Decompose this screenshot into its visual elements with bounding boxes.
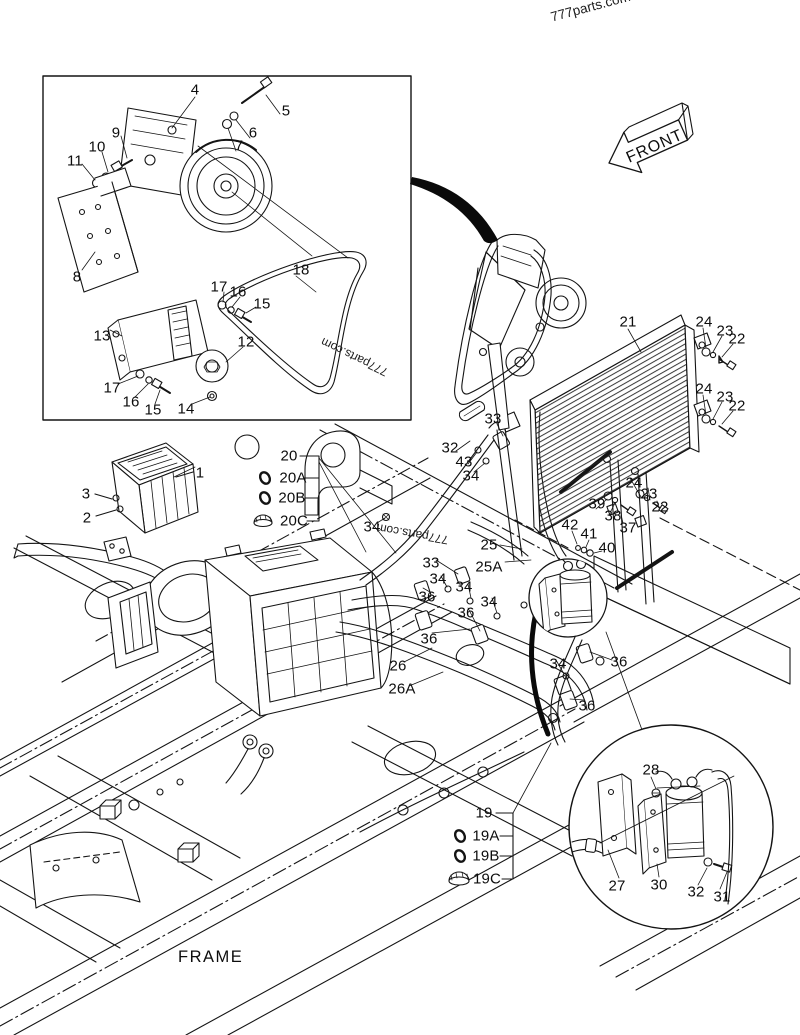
condenser-mount-hardware	[603, 347, 737, 517]
front-arrow	[608, 102, 694, 174]
leader-lines	[173, 327, 734, 739]
legend-20-graphics	[253, 455, 397, 554]
o-ring-icon	[453, 829, 467, 863]
liquid-pipe	[467, 521, 532, 565]
o-ring-icon	[258, 471, 272, 505]
cap-icon	[448, 871, 470, 886]
filter-unit	[94, 442, 199, 534]
frame-label: FRAME	[178, 948, 244, 966]
receiver-drier-detail	[568, 724, 774, 930]
compressor-installed	[454, 233, 587, 431]
swoosh-arrow	[410, 177, 498, 244]
condenser	[529, 314, 737, 534]
frame-tube	[13, 536, 171, 586]
condenser-bracket	[693, 332, 712, 417]
hvac-unit	[107, 528, 393, 795]
legend-19-graphics	[448, 742, 552, 886]
cap-icon	[253, 514, 273, 528]
drier-detail-circle	[528, 530, 608, 638]
frame-block	[99, 799, 200, 863]
hose-clamp	[413, 431, 594, 711]
suction-fitting	[458, 400, 521, 465]
compressor-inset	[42, 75, 412, 421]
